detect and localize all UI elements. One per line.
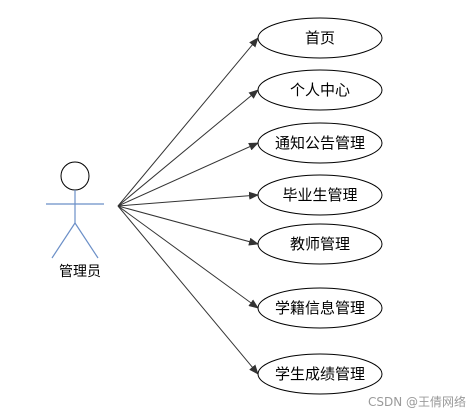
- use-case-teacher-management: 教师管理: [257, 223, 383, 265]
- actor-administrator: 管理员: [46, 161, 104, 280]
- use-case-label: 教师管理: [290, 235, 350, 253]
- use-case-shouye: 首页: [257, 17, 383, 59]
- use-case-personal-center: 个人中心: [257, 69, 383, 111]
- use-case-ellipse: [257, 287, 383, 329]
- use-case-ellipse: [257, 69, 383, 111]
- association-line: [117, 37, 259, 207]
- use-case-label: 学生成绩管理: [275, 365, 365, 383]
- use-case-label: 通知公告管理: [275, 134, 365, 152]
- use-case-ellipse: [257, 223, 383, 265]
- use-case-label: 首页: [305, 29, 335, 47]
- watermark: CSDN @王倩网络: [367, 395, 466, 409]
- use-case-graduate-management: 毕业生管理: [257, 174, 383, 216]
- use-case-notice-management: 通知公告管理: [257, 122, 383, 164]
- association-line: [117, 191, 259, 207]
- association-line: [117, 205, 259, 375]
- use-case-grade-management: 学生成绩管理: [257, 353, 383, 395]
- use-case-ellipse: [257, 17, 383, 59]
- use-case-label: 学籍信息管理: [275, 299, 365, 317]
- association-lines: [117, 37, 259, 375]
- association-line: [117, 142, 259, 207]
- use-case-student-status-management: 学籍信息管理: [257, 287, 383, 329]
- use-case-ellipse: [257, 353, 383, 395]
- use-case-ellipse: [257, 122, 383, 164]
- association-line: [117, 205, 259, 309]
- actor-right-leg: [74, 222, 99, 259]
- actor-head: [60, 161, 90, 191]
- use-case-label: 个人中心: [290, 81, 350, 99]
- use-case-label: 毕业生管理: [282, 186, 357, 204]
- association-line: [117, 205, 259, 246]
- actor-left-leg: [51, 222, 76, 259]
- use-case-ellipse: [257, 174, 383, 216]
- association-line: [117, 89, 259, 207]
- actor-label: 管理员: [59, 264, 101, 280]
